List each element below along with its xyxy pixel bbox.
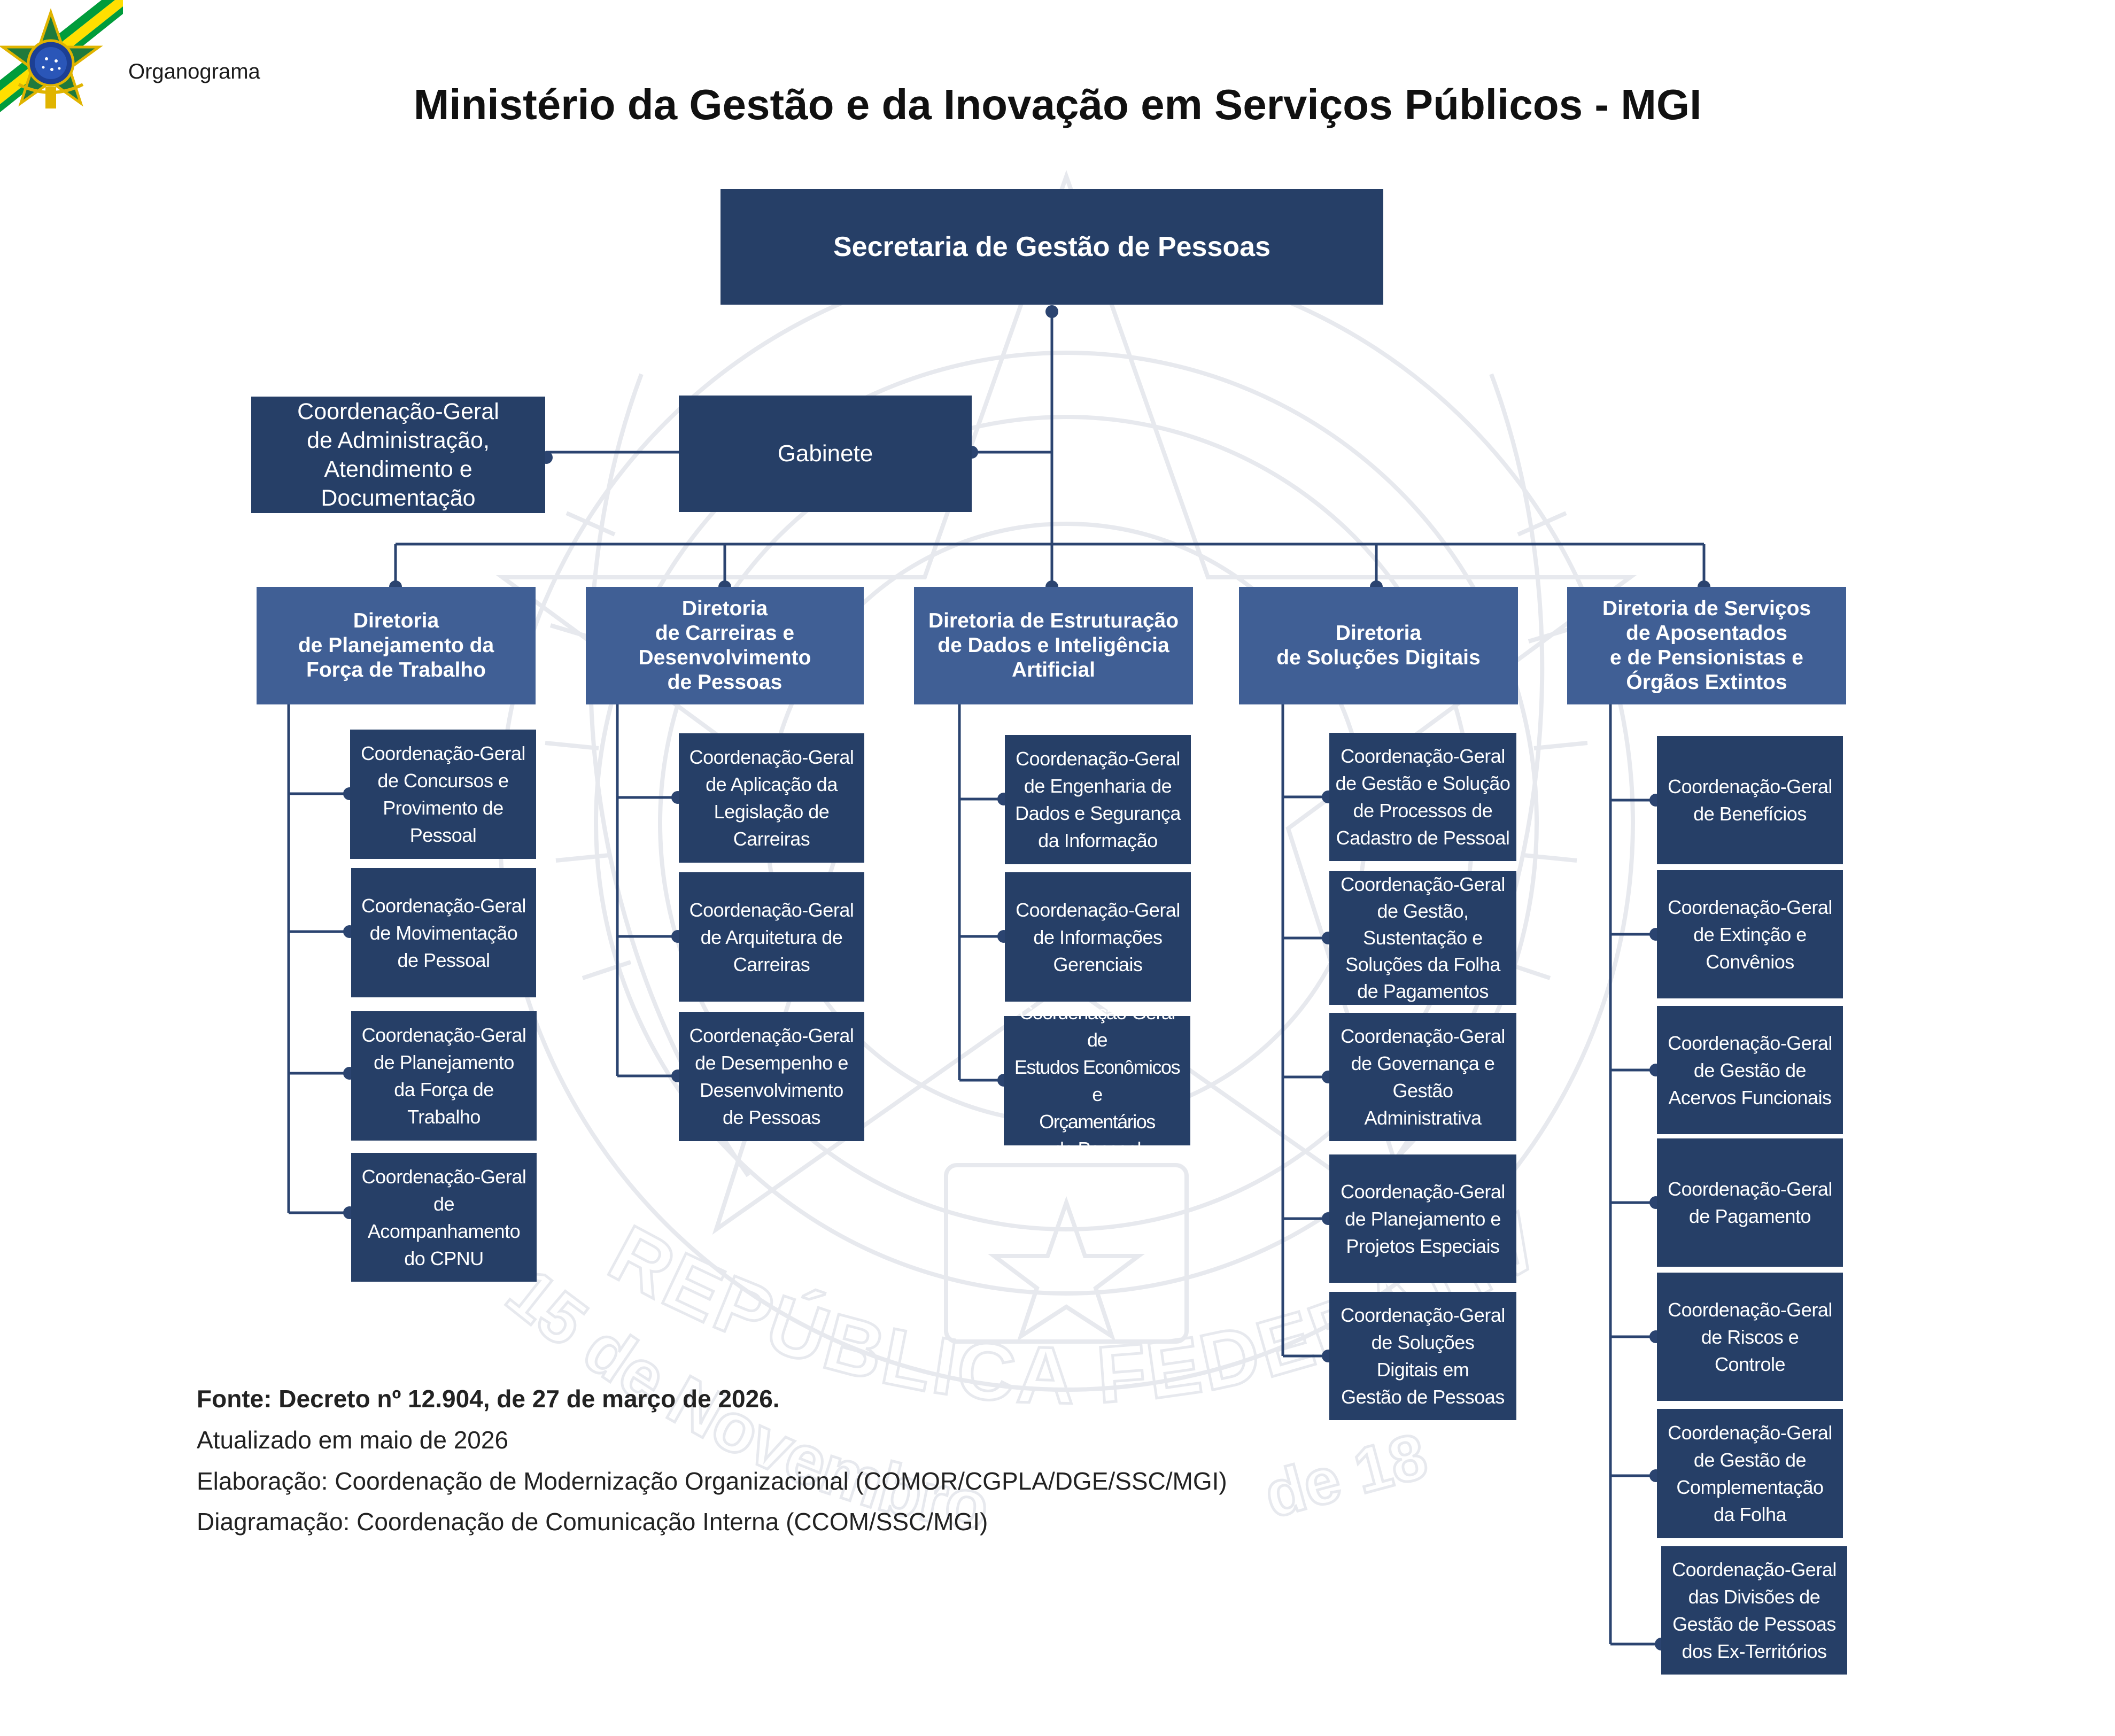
directorate-box: Diretoria de Planejamento da Força de Tr… [257,587,536,704]
coordination-label: Coordenação-Geral de Concursos e Provime… [361,742,525,846]
directorate-box: Diretoria de Serviços de Aposentados e d… [1567,587,1846,704]
coordination-label: Coordenação-Geral de Desempenho e Desenv… [689,1025,854,1128]
coordination-label: Coordenação-Geral de Arquitetura de Carr… [689,898,854,975]
coordination-box: Coordenação-Geral de Engenharia de Dados… [1005,735,1191,864]
directorate-label: Diretoria de Estruturação de Dados e Int… [928,609,1179,681]
footer-source: Fonte: Decreto nº 12.904, de 27 de março… [197,1385,780,1413]
directorate-label: Diretoria de Serviços de Aposentados e d… [1602,597,1811,694]
coordination-box: Coordenação-Geral de Informações Gerenci… [1005,872,1191,1002]
coordination-box: Coordenação-Geral de Planejamento e Proj… [1329,1154,1516,1283]
coordination-label: Coordenação-Geral de Movimentação de Pes… [361,894,526,971]
coordination-box: Coordenação-Geral de Movimentação de Pes… [351,868,536,997]
coordination-box: Coordenação-Geral de Arquitetura de Carr… [679,872,864,1002]
coordination-label: Coordenação-Geral das Divisões de Gestão… [1672,1559,1837,1662]
coordination-label: Coordenação-Geral de Riscos e Controle [1668,1298,1832,1375]
coordination-box: Coordenação-Geral de Gestão, Sustentação… [1329,871,1516,1005]
coordination-label: Coordenação-Geral de Planejamento da For… [361,1024,526,1128]
coordination-box: Coordenação-Geral de Soluções Digitais e… [1329,1292,1516,1420]
coordination-box: Coordenação-Geral de Concursos e Provime… [350,730,536,859]
coordination-label: Coordenação-Geral de Soluções Digitais e… [1341,1304,1505,1408]
coordination-label: Coordenação-Geral de Gestão e Solução de… [1335,745,1510,849]
gabinete-label: Gabinete [777,440,873,467]
directorate-box: Diretoria de Soluções Digitais [1239,587,1518,704]
coordination-label: Coordenação-Geral de Informações Gerenci… [1016,898,1180,975]
coordination-box: Coordenação-Geral de Riscos e Controle [1657,1273,1843,1401]
root-unit-box: Secretaria de Gestão de Pessoas [721,189,1383,305]
coordination-label: Coordenação-Geral de Governança e Gestão… [1341,1025,1505,1129]
coordination-box: Coordenação-Geral de Gestão e Solução de… [1329,733,1516,861]
organogram-label: Organograma [128,60,260,83]
directorate-box: Diretoria de Carreiras e Desenvolvimento… [586,587,864,704]
coordination-label: Coordenação-Geral de Engenharia de Dados… [1015,748,1181,851]
side-unit-box: Coordenação-Geral de Administração, Aten… [251,397,545,513]
coordination-box: Coordenação-Geral de Pagamento [1657,1138,1843,1267]
footer-layout-by: Diagramação: Coordenação de Comunicação … [197,1508,988,1536]
coordination-box: Coordenação-Geral de Estudos Econômicos … [1004,1002,1190,1160]
footer-updated: Atualizado em maio de 2026 [197,1426,509,1454]
coordination-box: Coordenação-Geral de Extinção e Convênio… [1657,870,1843,998]
gabinete-box: Gabinete [679,396,972,512]
coordination-box: Coordenação-Geral de Governança e Gestão… [1329,1013,1516,1141]
coordination-box: Coordenação-Geral de Gestão de Complemen… [1657,1409,1843,1538]
side-unit-label: Coordenação-Geral de Administração, Aten… [297,399,499,511]
coordination-label: Coordenação-Geral de Planejamento e Proj… [1341,1180,1505,1257]
coordination-label: Coordenação-Geral de Acompanhamento do C… [361,1165,526,1269]
page-title: Ministério da Gestão e da Inovação em Se… [413,81,1702,128]
coordination-label: Coordenação-Geral de Gestão de Acervos F… [1668,1032,1832,1109]
coordination-label: Coordenação-Geral de Benefícios [1668,776,1832,825]
root-unit-label: Secretaria de Gestão de Pessoas [833,231,1270,262]
directorate-box: Diretoria de Estruturação de Dados e Int… [914,587,1193,704]
coordination-label: Coordenação-Geral de Extinção e Convênio… [1668,896,1832,973]
coordination-box: Coordenação-Geral de Benefícios [1657,736,1843,864]
coordination-box: Coordenação-Geral de Aplicação da Legisl… [679,733,864,863]
coordination-box: Coordenação-Geral de Planejamento da For… [351,1011,537,1141]
coordination-label: Coordenação-Geral de Gestão de Complemen… [1668,1422,1832,1525]
coordination-label: Coordenação-Geral de Gestão, Sustentação… [1341,873,1505,1002]
coordination-label: Coordenação-Geral de Estudos Econômicos … [1014,1002,1181,1160]
coordination-box: Coordenação-Geral das Divisões de Gestão… [1661,1546,1847,1675]
coordination-box: Coordenação-Geral de Gestão de Acervos F… [1657,1006,1843,1134]
directorate-label: Diretoria de Planejamento da Força de Tr… [298,609,494,681]
directorate-label: Diretoria de Carreiras e Desenvolvimento… [638,597,811,694]
coordination-label: Coordenação-Geral de Aplicação da Legisl… [689,746,854,850]
coordination-box: Coordenação-Geral de Desempenho e Desenv… [679,1012,864,1141]
footer-prepared-by: Elaboração: Coordenação de Modernização … [197,1467,1227,1495]
coordination-label: Coordenação-Geral de Pagamento [1668,1178,1832,1227]
coordination-box: Coordenação-Geral de Acompanhamento do C… [351,1153,537,1282]
brazil-coat-of-arms-logo [0,0,123,112]
directorate-label: Diretoria de Soluções Digitais [1276,622,1481,669]
